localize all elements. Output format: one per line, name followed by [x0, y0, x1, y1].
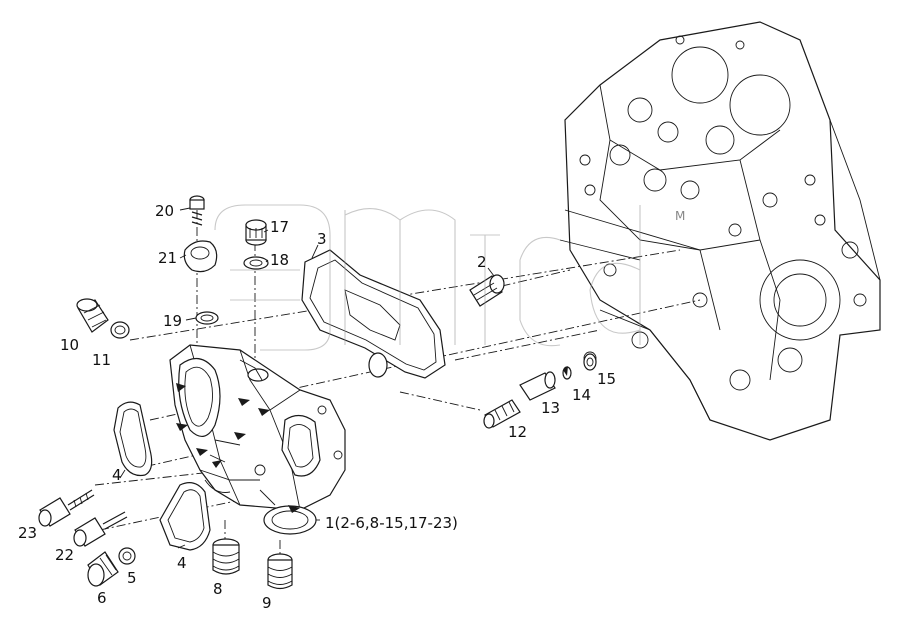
- bolt-22: [73, 511, 128, 547]
- plug-17: [245, 219, 267, 246]
- callout-4-lower: 4: [177, 554, 187, 572]
- callout-11: 11: [92, 351, 111, 369]
- callout-22: 22: [55, 546, 74, 564]
- leader-lines: [119, 207, 495, 549]
- plug-10: [76, 298, 109, 333]
- gasket-4-upper: [113, 401, 153, 477]
- callout-1: 1(2-6,8-15,17-23): [325, 514, 458, 532]
- plug-6: [87, 551, 119, 587]
- gasket-3: [301, 249, 446, 379]
- sleeve-13: [519, 371, 556, 401]
- callout-8: 8: [213, 580, 223, 598]
- callout-23: 23: [18, 524, 37, 542]
- callout-19: 19: [163, 312, 182, 330]
- washer-5: [118, 547, 136, 565]
- callout-13: 13: [541, 399, 560, 417]
- engine-block: [559, 21, 881, 441]
- callout-14: 14: [572, 386, 591, 404]
- valve-8: [212, 538, 240, 575]
- sender-12: [483, 399, 521, 429]
- callout-17: 17: [270, 218, 289, 236]
- watermark-logo: M: [214, 204, 685, 351]
- callout-18: 18: [270, 251, 289, 269]
- callout-5: 5: [127, 569, 137, 587]
- callout-3: 3: [317, 230, 327, 248]
- callout-6: 6: [97, 589, 107, 607]
- bolt-20: [189, 195, 205, 226]
- bolt-23: [38, 489, 95, 527]
- washer-14: [562, 366, 572, 380]
- callout-4-upper: 4: [112, 466, 122, 484]
- valve-9: [267, 553, 293, 590]
- callout-10: 10: [60, 336, 79, 354]
- plug-15: [583, 353, 597, 371]
- cap-21: [183, 240, 218, 273]
- washer-11: [110, 321, 130, 339]
- callout-labels: 20 21 19 17 18 3 2 10 11 4 4 23 22 5 6 8…: [18, 202, 616, 612]
- callout-12: 12: [508, 423, 527, 441]
- callout-15: 15: [597, 370, 616, 388]
- gasket-4-lower: [159, 482, 211, 551]
- callout-2: 2: [477, 253, 487, 271]
- washer-18: [243, 256, 269, 270]
- fitting-2: [469, 274, 505, 307]
- o-ring-19: [195, 311, 219, 325]
- main-housing: [169, 344, 346, 535]
- callout-20: 20: [155, 202, 174, 220]
- callout-9: 9: [262, 594, 272, 612]
- callout-21: 21: [158, 249, 177, 267]
- watermark-tm: M: [675, 209, 685, 223]
